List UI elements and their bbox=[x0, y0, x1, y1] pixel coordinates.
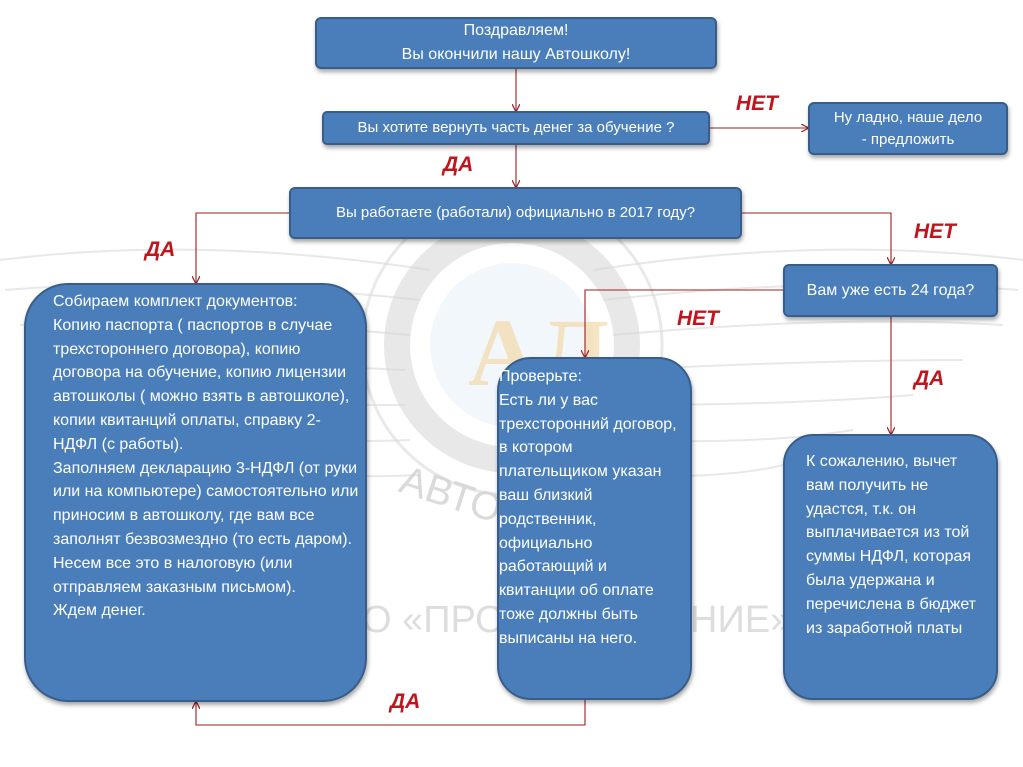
refund-question-box: Вы хотите вернуть часть денег за обучени… bbox=[322, 111, 710, 145]
connector-age-to-check bbox=[585, 289, 784, 357]
age-question-box: Вам уже есть 24 года? bbox=[783, 264, 998, 317]
employment-question-box: Вы работаете (работали) официально в 201… bbox=[289, 187, 742, 239]
watermark-bottom-text-left: О «ПРО bbox=[362, 599, 505, 641]
check-box: Проверьте: Есть ли у вас трехсторонний д… bbox=[497, 357, 692, 700]
refund-question-text: Вы хотите вернуть часть денег за обучени… bbox=[357, 119, 675, 137]
label-no-refund: НЕТ bbox=[736, 92, 778, 115]
documents-box: Собираем комплект документов: Копию пасп… bbox=[24, 283, 367, 702]
no-refund-line1: Ну ладно, наше дело bbox=[833, 108, 983, 126]
congratulations-line2: Вы окончили нашу Автошколу! bbox=[401, 46, 631, 63]
congratulations-box: Поздравляем! Вы окончили нашу Автошколу! bbox=[315, 17, 717, 69]
connector-check-to-documents bbox=[196, 700, 586, 726]
congratulations-line1: Поздравляем! bbox=[463, 22, 569, 39]
label-no-age: НЕТ bbox=[677, 307, 719, 330]
connector-employment-to-age bbox=[742, 212, 891, 264]
label-yes-employed: ДА bbox=[145, 238, 176, 261]
no-refund-box: Ну ладно, наше дело - предложить bbox=[808, 102, 1008, 155]
age-question-text: Вам уже есть 24 года? bbox=[806, 281, 975, 299]
employment-question-text: Вы работаете (работали) официально в 201… bbox=[335, 204, 696, 222]
documents-text: Собираем комплект документов: Копию пасп… bbox=[53, 293, 359, 620]
connector-employment-to-documents bbox=[196, 212, 290, 283]
watermark-bottom-text-right: НИЕ» bbox=[690, 599, 791, 641]
label-yes-age: ДА bbox=[914, 367, 945, 390]
label-yes-refund: ДА bbox=[443, 153, 474, 176]
check-text: Проверьте: Есть ли у вас трехсторонний д… bbox=[499, 368, 677, 647]
label-no-employed: НЕТ bbox=[914, 220, 956, 243]
label-yes-check: ДА bbox=[390, 690, 421, 713]
regret-text: К сожалению, вычет вам получить не удаст… bbox=[806, 453, 977, 637]
no-refund-line2: - предложить bbox=[861, 130, 955, 148]
regret-box: К сожалению, вычет вам получить не удаст… bbox=[783, 434, 998, 700]
